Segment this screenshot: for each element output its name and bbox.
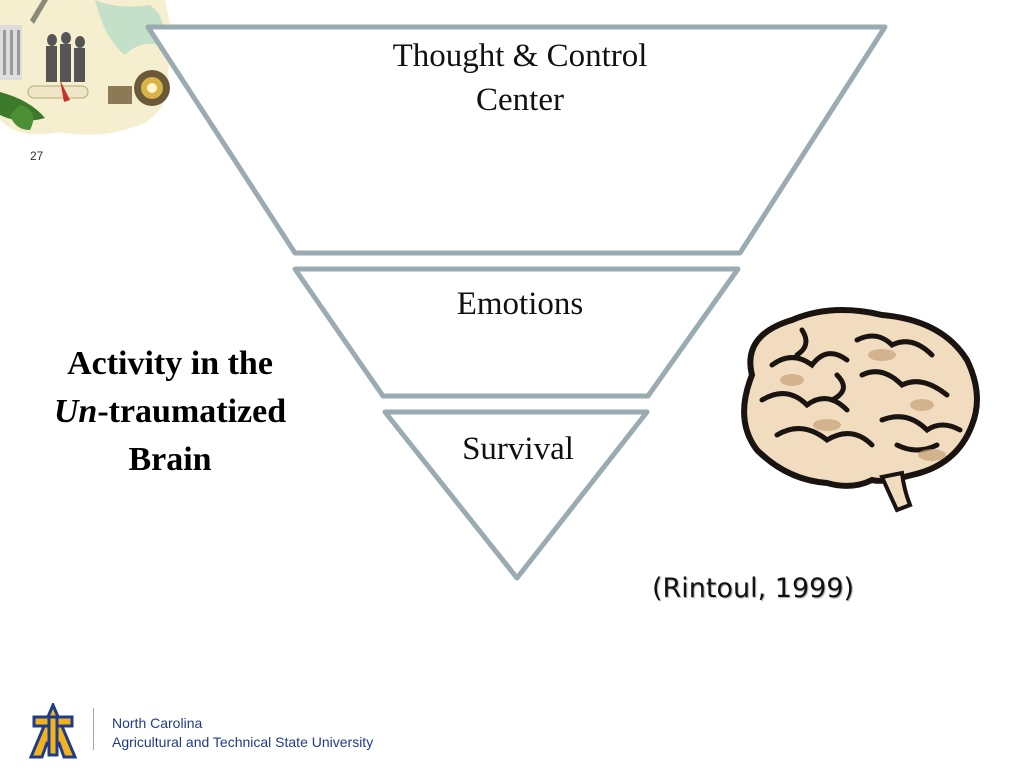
footer-divider: [93, 708, 94, 750]
thought-control-tier: [145, 24, 888, 256]
brain-icon: [741, 307, 980, 513]
slide-number: 27: [30, 149, 44, 163]
slide-title: Activity in the Un-traumatized Brain: [20, 340, 320, 484]
thought-control-label: Thought & Control Center: [340, 34, 700, 122]
emotions-label: Emotions: [456, 286, 584, 322]
survival-tier: [382, 409, 650, 581]
footer-university-name: North Carolina Agricultural and Technica…: [112, 714, 373, 752]
thought-control-label-line2: Center: [476, 82, 564, 118]
footer-line-1: North Carolina: [112, 715, 203, 731]
title-line-2-rest: -traumatized: [97, 393, 287, 430]
thought-control-label-line1: Thought & Control: [392, 38, 648, 74]
university-logo-icon: [28, 703, 78, 759]
title-italic-prefix: Un: [53, 393, 98, 430]
survival-label: Survival: [462, 431, 574, 467]
campus-collage-icon: [0, 0, 171, 135]
footer-line-2: Agricultural and Technical State Univers…: [112, 734, 374, 750]
emotions-tier: [292, 266, 741, 399]
title-line-2: Un-traumatized: [20, 388, 320, 436]
citation: (Rintoul, 1999): [652, 573, 855, 604]
title-line-1: Activity in the: [67, 345, 273, 382]
title-line-3: Brain: [128, 441, 212, 478]
